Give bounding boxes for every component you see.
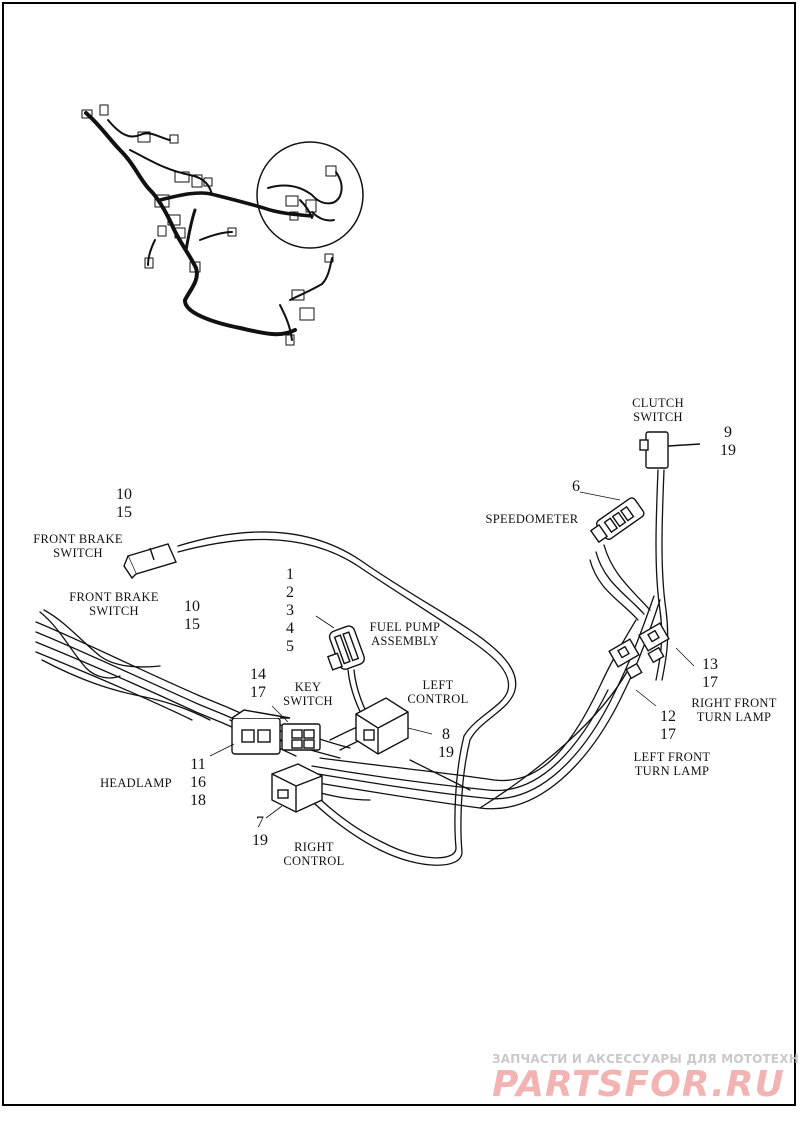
front-brake-switch: [123, 543, 177, 580]
watermark-subtitle: ЗАПЧАСТИ И АКСЕССУАРЫ ДЛЯ МОТОТЕХНИКИ: [492, 1052, 800, 1066]
left-front-turn-connector: [608, 638, 640, 668]
callout-fuel-pump: 1 2 3 4 5: [286, 566, 294, 655]
harness-overview-thumbnail: [81, 104, 364, 346]
callout-speedometer: 6: [572, 478, 580, 495]
speedometer-connector: [589, 497, 645, 544]
clutch-switch: [639, 431, 701, 469]
fuel-pump-connector: [326, 625, 366, 671]
watermark-brand: PARTSFOR.RU: [492, 1064, 785, 1105]
key-switch-connector: [281, 723, 321, 751]
label-headlamp: HEADLAMP: [100, 776, 172, 790]
headlamp-connector: [231, 709, 291, 755]
connectors: [123, 431, 701, 819]
right-front-turn-connector: [638, 622, 670, 652]
page-frame: [2, 2, 796, 1106]
left-control-connector: [355, 697, 409, 755]
right-control-connector: [271, 763, 323, 813]
label-speedometer: SPEEDOMETER: [485, 512, 579, 526]
